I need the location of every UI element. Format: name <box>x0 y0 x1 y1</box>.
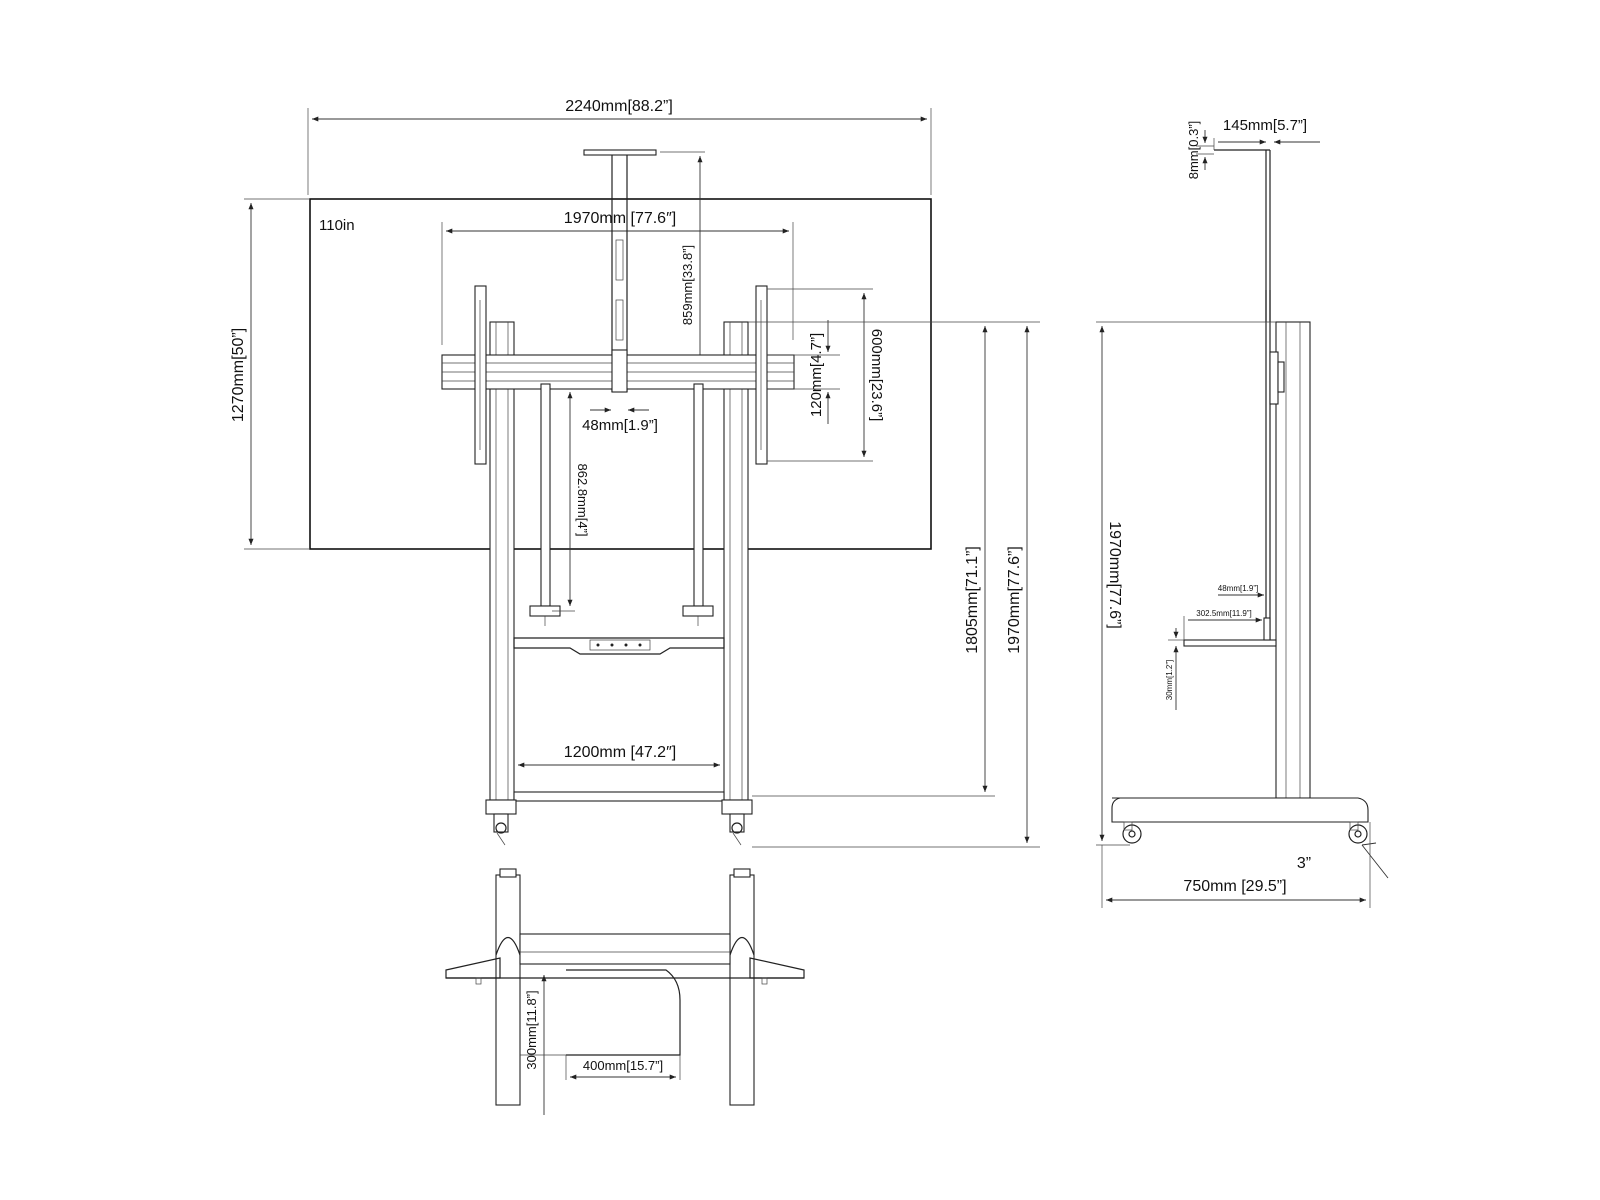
left-column <box>489 321 515 801</box>
screen-height-label: 1270mm[50”] <box>230 328 247 422</box>
bar-width-label: 48mm[1.9”] <box>582 417 658 434</box>
total-height-dimension: 1970mm[77.6”] <box>752 326 1040 848</box>
total-height-label: 1970mm[77.6”] <box>1006 546 1023 654</box>
right-column <box>723 321 749 801</box>
shelf-reach-dimension: 302.5mm[11.9”] <box>1183 609 1262 640</box>
front-view: 2240mm[88.2”] 110in 1270mm[50”] 1970mm [… <box>230 98 1040 848</box>
shelf-height-label: 30mm[1.2”] <box>1165 660 1174 700</box>
top-view: 300mm[11.8”] 400mm[15.7”] <box>445 868 805 1115</box>
base-depth-dimension: 750mm [29.5”] <box>1101 822 1371 908</box>
side-height-dimension: 1970mm[77.6”] <box>1096 321 1276 846</box>
right-vesa-bracket <box>755 285 768 465</box>
shelf-depth-label: 300mm[11.8”] <box>524 990 539 1069</box>
vesa-width-dimension: 1970mm [77.6″] <box>441 210 794 345</box>
offset-label: 8mm[0.3”] <box>1186 121 1201 180</box>
bracket-spacing-dimension: 120mm[4.7”] <box>767 320 840 424</box>
arm-height-label: 859mm[33.8”] <box>680 245 695 325</box>
left-vesa-bracket <box>474 285 487 465</box>
screen-outline <box>309 198 932 550</box>
lower-crossbar <box>513 637 725 655</box>
vesa-height-label: 600mm[23.6”] <box>868 329 885 422</box>
bracket-spacing-label: 120mm[4.7”] <box>808 333 825 417</box>
side-height-label: 1970mm[77.6”] <box>1106 521 1123 629</box>
vesa-height-dimension: 600mm[23.6”] <box>767 288 885 462</box>
base-spacing-dimension: 1200mm [47.2″] <box>518 744 720 768</box>
top-depth-label: 145mm[5.7”] <box>1223 117 1307 134</box>
arm-height-dimension: 859mm[33.8”] <box>660 151 705 385</box>
side-bar-width-dimension: 48mm[1.9”] <box>1218 584 1264 598</box>
shelf-height-dimension: 30mm[1.2”] <box>1165 628 1184 710</box>
screen-height-dimension: 1270mm[50”] <box>230 198 310 550</box>
top-offset-dimension: 8mm[0.3”] <box>1186 121 1214 180</box>
mount-height-label: 1805mm[71.1”] <box>964 546 981 654</box>
mount-height-dimension: 1805mm[71.1”] <box>748 321 1040 797</box>
drop-height-label: 862.8mm[4”] <box>575 464 590 537</box>
caster-size-label: 3” <box>1297 855 1311 872</box>
caster-callout: 3” <box>1297 842 1389 879</box>
base-depth-label: 750mm [29.5”] <box>1183 878 1286 895</box>
bar-width-dimension: 48mm[1.9”] <box>582 407 658 434</box>
top-depth-dimension: 145mm[5.7”] <box>1213 117 1320 150</box>
side-view: 8mm[0.3”] 145mm[5.7”] <box>1096 117 1389 908</box>
shelf-depth-dimension: 300mm[11.8”] <box>520 975 566 1115</box>
shelf-reach-label: 302.5mm[11.9”] <box>1196 609 1251 618</box>
side-bar-width-label: 48mm[1.9”] <box>1218 584 1258 593</box>
overall-width-dimension: 2240mm[88.2”] <box>307 98 932 195</box>
shelf-width-dimension: 400mm[15.7”] <box>565 1055 681 1080</box>
base-spacing-label: 1200mm [47.2″] <box>564 744 676 761</box>
screen-size-label: 110in <box>319 217 355 234</box>
drop-height-dimension: 862.8mm[4”] <box>552 392 590 612</box>
base-and-casters <box>485 791 753 846</box>
shelf-width-label: 400mm[15.7”] <box>583 1058 663 1073</box>
overall-width-label: 2240mm[88.2”] <box>565 98 673 115</box>
vesa-width-label: 1970mm [77.6″] <box>564 210 676 227</box>
